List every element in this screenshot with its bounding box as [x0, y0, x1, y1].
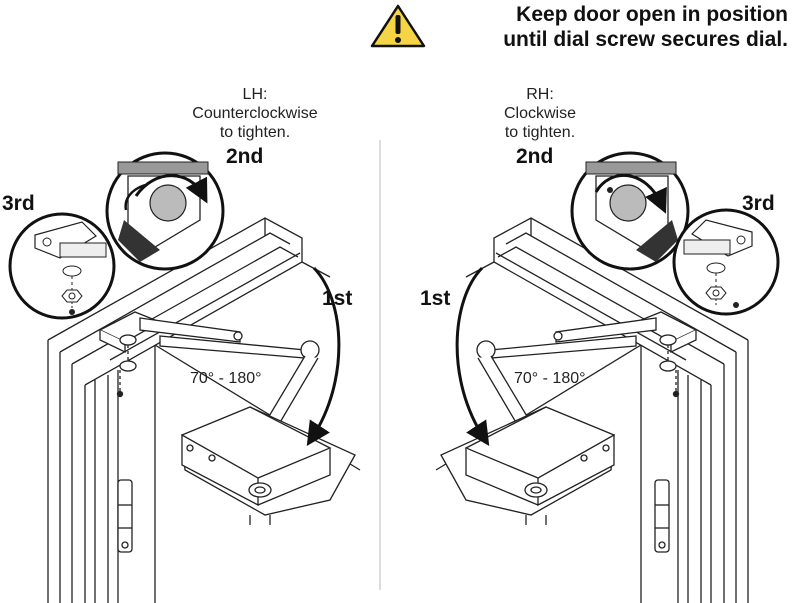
- left-door-hinge: [117, 479, 133, 553]
- warning-line-2: until dial screw secures dial.: [503, 28, 788, 51]
- right-step-first: 1st: [420, 287, 451, 310]
- right-door-hinge: [654, 479, 670, 553]
- right-direction-line-2: to tighten.: [504, 124, 576, 141]
- left-hand-label: LH:: [242, 86, 268, 103]
- left-step-first: 1st: [322, 287, 353, 310]
- left-angle-label: 70° - 180°: [190, 370, 262, 387]
- right-screw-detail: [672, 208, 780, 316]
- left-screw-detail: [8, 212, 116, 320]
- left-door-frame: [47, 217, 361, 603]
- right-step-third: 3rd: [742, 192, 775, 215]
- right-dial-detail: [570, 151, 690, 271]
- left-rotation-arrow: [306, 266, 341, 447]
- right-angle-label: 70° - 180°: [514, 370, 586, 387]
- right-rotation-arrow: [455, 266, 490, 447]
- right-closer-arm: [476, 317, 657, 439]
- right-hand-label: RH:: [526, 86, 554, 103]
- left-step-second: 2nd: [226, 145, 264, 168]
- left-closer-body: [181, 406, 356, 525]
- right-step-second: 2nd: [516, 145, 554, 168]
- warning-triangle-icon: [370, 4, 426, 48]
- right-direction-line-1: Clockwise: [503, 105, 576, 122]
- warning-line-1: Keep door open in position: [516, 3, 788, 26]
- left-direction-line-1: Counterclockwise: [192, 105, 318, 122]
- warning-message: Keep door open in position until dial sc…: [408, 2, 788, 52]
- right-closer-body: [440, 406, 615, 525]
- right-direction-label: RH: Clockwise to tighten.: [450, 85, 630, 142]
- left-dial-detail: [105, 151, 225, 271]
- left-step-third: 3rd: [2, 192, 35, 215]
- left-direction-line-2: to tighten.: [219, 124, 291, 141]
- left-direction-label: LH: Counterclockwise to tighten.: [160, 85, 350, 142]
